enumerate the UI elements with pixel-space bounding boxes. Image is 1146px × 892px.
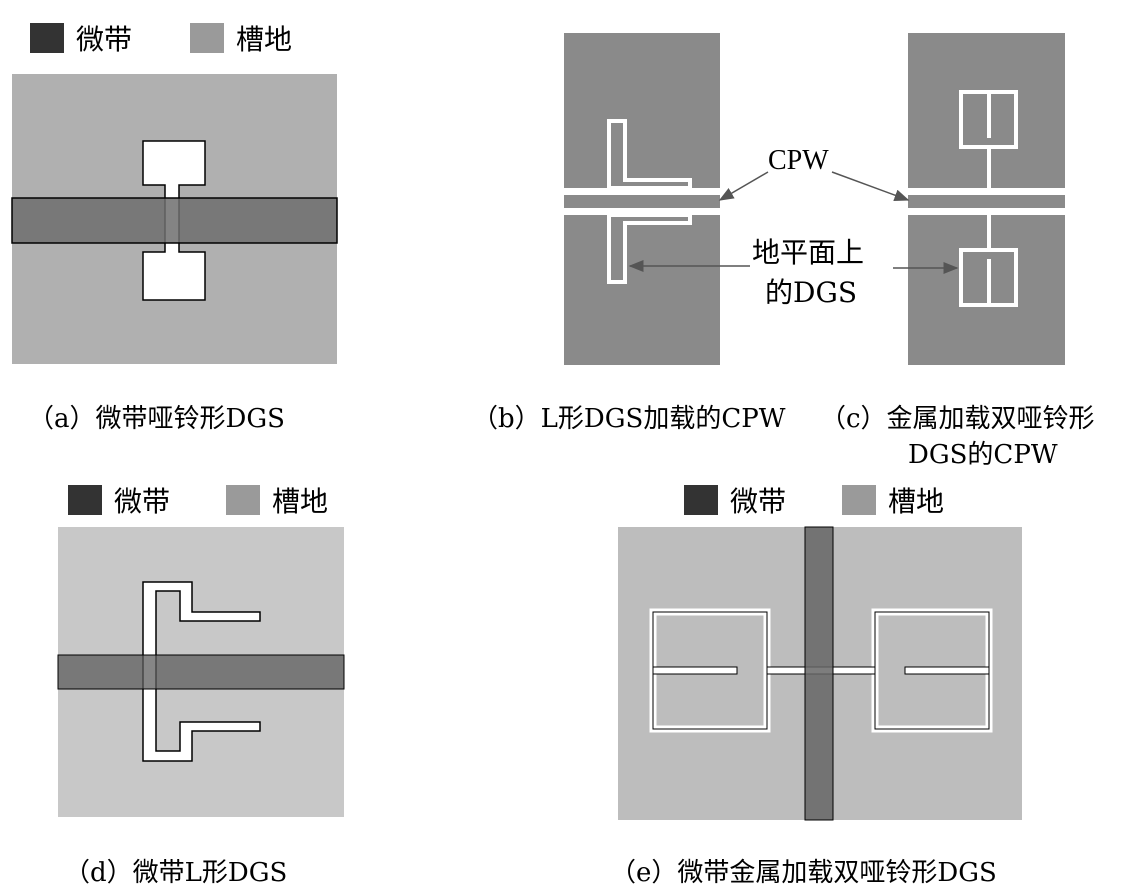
legend-label-slot-ground: 槽地 xyxy=(236,23,293,56)
microstrip-swatch xyxy=(68,485,102,515)
cpw-arrow-right xyxy=(831,171,910,201)
legend-label-slot-ground: 槽地 xyxy=(888,485,945,518)
caption-e: （e）微带金属加载双哑铃形DGS xyxy=(610,858,997,888)
caption-b: （b）L形DGS加载的CPW xyxy=(472,404,786,434)
annotation-group: CPW 地平面上 的DGS xyxy=(628,145,959,309)
figure-e-double-dumbbell-dgs xyxy=(618,526,1022,821)
legend-top: 微带 槽地 xyxy=(30,18,292,58)
figure-a-dumbbell-dgs xyxy=(11,74,338,364)
microstrip-swatch xyxy=(30,23,64,53)
slot-ground-swatch xyxy=(190,23,225,53)
cpw-label: CPW xyxy=(768,145,829,176)
dgs-label-line1: 地平面上 xyxy=(752,236,864,269)
dgs-label-line2: 的DGS xyxy=(765,276,857,309)
slot-ground-swatch xyxy=(226,485,261,515)
cpw-arrow-left xyxy=(718,171,769,201)
legend-label-microstrip: 微带 xyxy=(730,485,787,518)
figure-b-l-shaped-cpw xyxy=(564,33,720,365)
legend-middle-left: 微带 槽地 xyxy=(68,480,328,520)
legend-label-microstrip: 微带 xyxy=(76,23,133,56)
caption-c-line1: （c）金属加载双哑铃形 xyxy=(820,404,1095,434)
legend-label-microstrip: 微带 xyxy=(114,485,171,518)
figure-c-double-dumbbell-cpw xyxy=(908,33,1065,365)
microstrip-swatch xyxy=(684,485,718,515)
legend-label-slot-ground: 槽地 xyxy=(272,485,329,518)
caption-a: （a）微带哑铃形DGS xyxy=(28,404,285,434)
slot-ground-swatch xyxy=(842,485,877,515)
caption-d: （d）微带L形DGS xyxy=(64,858,288,888)
caption-c-line2: DGS的CPW xyxy=(908,440,1058,470)
figure-d-l-shaped-dgs xyxy=(57,527,345,817)
legend-middle-right: 微带 槽地 xyxy=(684,480,944,520)
